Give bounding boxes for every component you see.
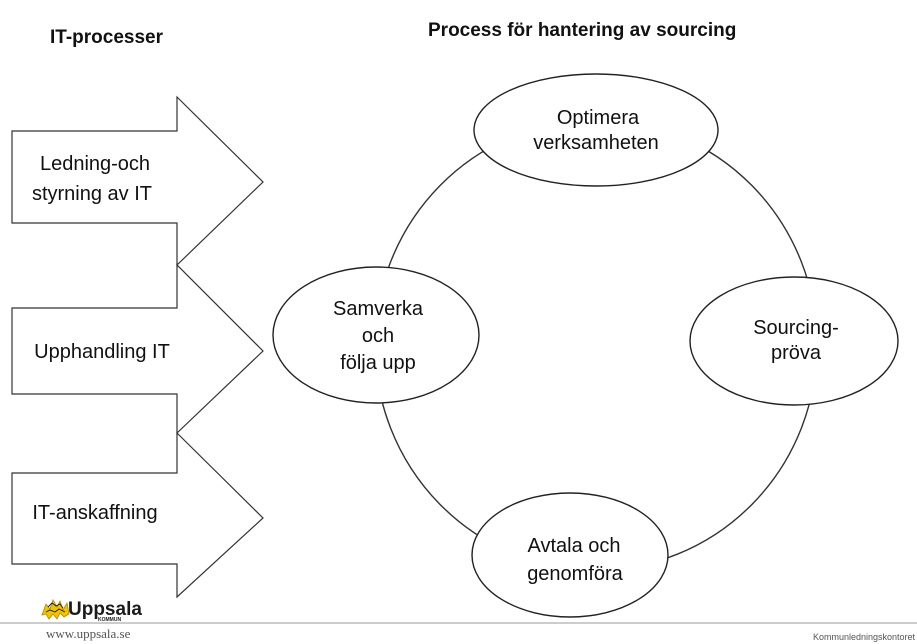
arrow-shape-3	[11, 431, 264, 599]
it-processes-title: IT-processer	[50, 27, 164, 48]
arrow-shape-1	[11, 95, 264, 267]
logo-subtext: KOMMUN	[98, 617, 121, 623]
sourcing-process-title: Process för hantering av sourcing	[428, 20, 736, 41]
stage-label-line-1: Avtala och	[527, 535, 620, 557]
stage-sourcing-prova: Sourcing- pröva	[689, 276, 899, 406]
stage-label-line-2: pröva	[771, 342, 822, 364]
arrow-it-anskaffning: IT-anskaffning	[11, 431, 264, 599]
arrow-ledning-styrning: Ledning-och styrning av IT	[11, 95, 264, 267]
arrow-label: IT-anskaffning	[32, 502, 157, 524]
stage-ellipse	[473, 73, 719, 187]
footer-office: Kommunledningskontoret	[813, 632, 916, 642]
stage-label-line-2: verksamheten	[533, 132, 659, 154]
stage-avtala: Avtala och genomföra	[471, 492, 669, 618]
stage-label-line-1: Samverka	[333, 298, 424, 320]
uppsala-logo: Uppsala KOMMUN	[41, 599, 142, 623]
footer-url: www.uppsala.se	[46, 626, 131, 641]
stage-label-line-2: genomföra	[527, 563, 623, 585]
stage-samverka: Samverka och följa upp	[272, 266, 480, 404]
arrow-label-line-1: Ledning-och	[40, 153, 150, 175]
sourcing-cycle: Optimera verksamheten Sourcing- pröva Av…	[272, 73, 899, 618]
stage-ellipse	[689, 276, 899, 406]
logo-wordmark: Uppsala	[68, 599, 142, 620]
arrow-label-line-2: styrning av IT	[32, 183, 152, 205]
arrow-shape-2	[11, 263, 264, 435]
stage-label-line-1: Sourcing-	[753, 317, 839, 339]
stage-ellipse	[272, 266, 480, 404]
stage-label-line-3: följa upp	[340, 352, 416, 374]
lion-emblem-icon	[41, 599, 70, 620]
stage-optimera: Optimera verksamheten	[473, 73, 719, 187]
it-process-arrows: Ledning-och styrning av IT Upphandling I…	[11, 95, 264, 599]
stage-label-line-1: Optimera	[557, 107, 640, 129]
arrow-label: Upphandling IT	[34, 341, 170, 363]
arrow-upphandling: Upphandling IT	[11, 263, 264, 435]
stage-label-line-2: och	[362, 325, 394, 347]
stage-ellipse	[471, 492, 669, 618]
footer: Uppsala KOMMUN www.uppsala.se Kommunledn…	[0, 599, 917, 642]
